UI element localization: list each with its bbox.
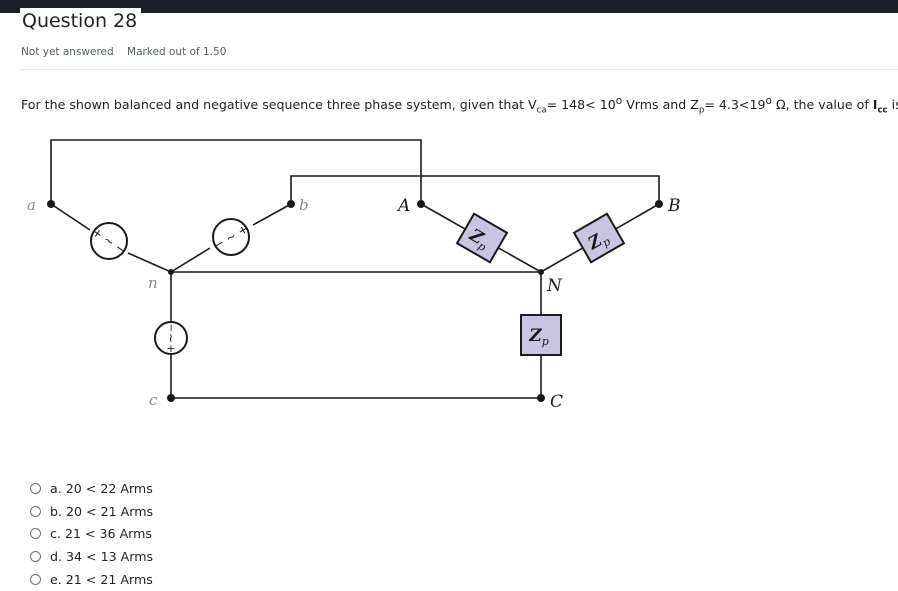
option-value: 34 < 13 Arms (66, 548, 154, 564)
circuit-wires (50, 139, 660, 399)
qt-v-sub: ca (536, 105, 547, 116)
source-c-tilde: ∼ (164, 333, 178, 343)
answer-options: a. 20 < 22 Arms b. 20 < 21 Arms c. 21 < … (30, 477, 153, 590)
impedance-C-main: Z (528, 326, 542, 346)
qt-mid1: = 148< 10 (546, 97, 616, 113)
option-letter: e. (50, 571, 62, 587)
option-e[interactable]: e. 21 < 21 Arms (30, 568, 153, 591)
label-N: N (546, 276, 563, 296)
option-letter: a. (50, 480, 62, 496)
qt-deg-1: o (615, 95, 623, 107)
option-value: 20 < 21 Arms (66, 503, 154, 519)
question-text: For the shown balanced and negative sequ… (21, 95, 898, 116)
qt-mid4: Ω, the value of (771, 97, 873, 113)
terminal-a (47, 200, 55, 208)
option-value: 20 < 22 Arms (65, 480, 153, 496)
wire-a-source (50, 203, 91, 231)
qt-mid2: Vrms and Z (622, 97, 699, 113)
qt-i-sub: cc (877, 105, 888, 116)
question-status: Not yet answered (21, 46, 114, 58)
terminal-n (168, 269, 174, 275)
terminal-dots (47, 200, 663, 402)
option-c[interactable]: c. 21 < 36 Arms (30, 522, 153, 545)
option-letter: c. (50, 526, 61, 542)
svg-text:Zp: Zp (528, 326, 548, 348)
terminal-c (167, 394, 175, 402)
qt-end: is: (891, 97, 898, 113)
impedance-C-sub: p (542, 335, 549, 348)
option-value: 21 < 36 Arms (64, 526, 152, 542)
option-letter: b. (50, 503, 62, 519)
option-d[interactable]: d. 34 < 13 Arms (30, 545, 153, 568)
impedance-A: Zp (455, 212, 509, 264)
label-B: B (667, 196, 681, 216)
source-c: − ∼ + (154, 321, 188, 355)
qt-deg-2: o (765, 95, 772, 107)
label-C: C (550, 392, 563, 412)
terminal-B (655, 200, 663, 208)
radio-button[interactable] (30, 550, 41, 562)
node-labels: a b n c A B N C (27, 196, 681, 412)
option-a[interactable]: a. 20 < 22 Arms (30, 477, 153, 500)
label-b: b (299, 196, 309, 214)
wire-source-b (252, 203, 292, 226)
wire-n-source-b (170, 247, 211, 273)
qt-i-main: I (872, 97, 878, 113)
terminal-N (538, 269, 544, 275)
circuit-diagram: + ∼ − − ∼ + − ∼ + Zp Zp Zp a b n c A B N… (27, 139, 681, 412)
label-a: a (27, 196, 36, 214)
option-letter: d. (50, 548, 62, 564)
source-a: + ∼ − (89, 222, 129, 260)
header-divider (20, 69, 898, 70)
terminal-b (287, 200, 295, 208)
radio-button[interactable] (30, 505, 41, 517)
qt-mid3: = 4.3<19 (704, 97, 766, 113)
source-c-minus: − (165, 324, 176, 332)
label-A: A (396, 196, 410, 216)
wire-a-to-A (50, 139, 422, 204)
radio-button[interactable] (30, 482, 41, 494)
wire-b-to-B (290, 175, 660, 204)
label-c: c (149, 391, 158, 409)
wire-source-n (127, 252, 172, 273)
terminal-A (417, 200, 425, 208)
terminal-C (537, 394, 545, 402)
top-bar (0, 0, 898, 13)
source-c-plus: + (166, 342, 175, 355)
question-title: Question 28 (20, 8, 142, 34)
qt-intro: For the shown balanced and negative sequ… (21, 97, 537, 113)
option-b[interactable]: b. 20 < 21 Arms (30, 500, 153, 523)
option-value: 21 < 21 Arms (65, 571, 153, 587)
label-n: n (148, 274, 158, 292)
radio-button[interactable] (30, 573, 41, 585)
impedance-C: Zp (520, 314, 562, 356)
source-b: − ∼ + (211, 218, 251, 256)
qt-z-sub: p (698, 105, 705, 116)
question-info: Not yet answered Marked out of 1.50 (21, 46, 236, 58)
impedance-B: Zp (572, 212, 626, 264)
radio-button[interactable] (30, 528, 41, 540)
question-marks: Marked out of 1.50 (127, 46, 227, 58)
